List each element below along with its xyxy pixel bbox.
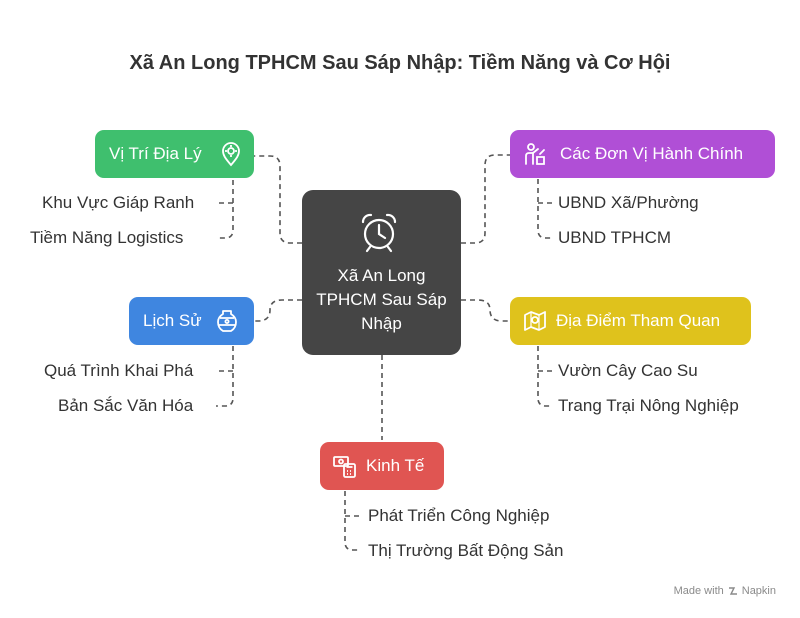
page-title: Xã An Long TPHCM Sau Sáp Nhập: Tiềm Năng… (129, 52, 671, 74)
money-calculator-icon (333, 456, 356, 478)
leaf-trang-trai-nong-nghiep: Trang Trại Nông Nghiệp (558, 396, 739, 415)
map-pin-icon (221, 142, 240, 167)
topic-tham-quan: Địa Điểm Tham Quan (510, 297, 751, 345)
topic-kinh-te: Kinh Tế (320, 442, 444, 490)
made-with-napkin-credit: Made with Napkin (674, 585, 776, 597)
alarm-clock-icon (361, 213, 397, 253)
topic-label: Lịch Sử (143, 311, 202, 330)
leaf-ubnd-tphcm: UBND TPHCM (558, 228, 672, 247)
topic-lich-su: Lịch Sử (129, 297, 254, 345)
leaf-qua-trinh-khai-pha: Quá Trình Khai Phá (44, 361, 194, 380)
leaf-ban-sac-van-hoa: Bản Sắc Văn Hóa (58, 396, 194, 415)
central-topic-label: Xã An Long TPHCM Sau Sáp Nhập (316, 266, 447, 333)
ancient-vase-icon (216, 310, 237, 332)
leaf-thi-truong-bat-dong-san: Thị Trường Bất Động Sản (368, 541, 564, 560)
leaf-khu-vuc-giap-ranh: Khu Vực Giáp Ranh (42, 193, 195, 212)
leaf-ubnd-xa-phuong: UBND Xã/Phường (558, 193, 699, 212)
napkin-brand-label: Napkin (741, 585, 776, 597)
leaf-tiem-nang-logistics: Tiềm Năng Logistics (30, 228, 184, 247)
napkin-logo-icon (728, 587, 737, 595)
leaf-vuon-cay-cao-su: Vườn Cây Cao Su (558, 361, 698, 380)
topic-dia-ly: Vị Trí Địa Lý (95, 130, 254, 178)
central-topic-box: Xã An Long TPHCM Sau Sáp Nhập (302, 190, 461, 355)
leaf-phat-trien-cong-nghiep: Phát Triển Công Nghiệp (368, 506, 550, 525)
hierarchy-hand-icon (525, 143, 545, 165)
made-with-label: Made with (673, 585, 724, 597)
map-icon (524, 311, 546, 331)
topic-label: Địa Điểm Tham Quan (556, 311, 721, 330)
topic-label: Kinh Tế (366, 456, 425, 475)
topic-label: Vị Trí Địa Lý (109, 144, 202, 163)
topic-label: Các Đơn Vị Hành Chính (560, 144, 744, 163)
topic-hanh-chinh: Các Đơn Vị Hành Chính (510, 130, 775, 178)
